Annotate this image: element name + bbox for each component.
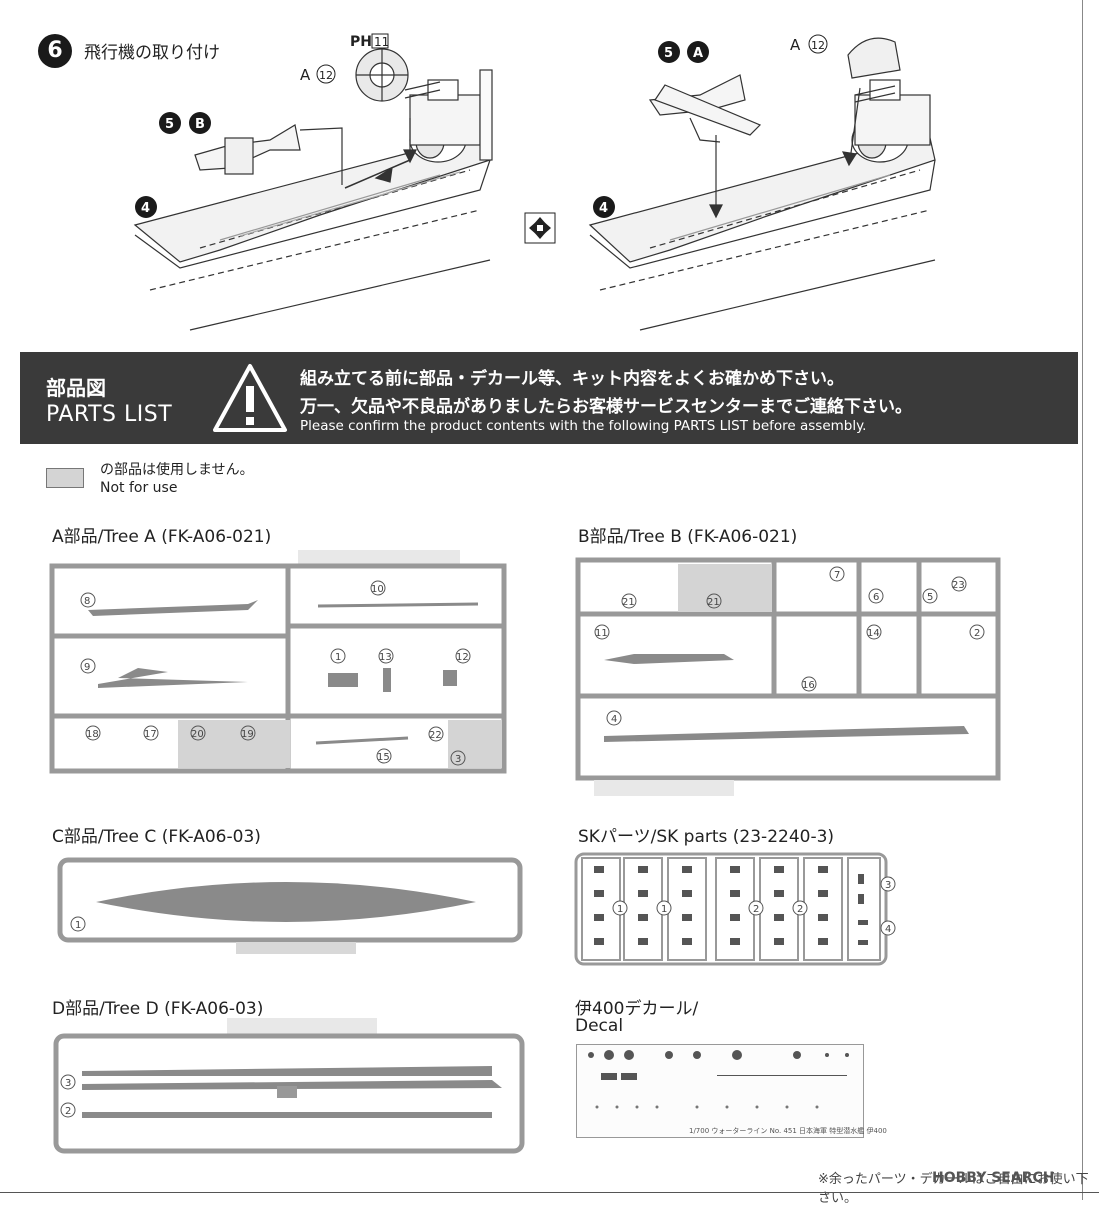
- sk-part-4: 4: [885, 924, 891, 935]
- tree-b-part-5: 5: [927, 592, 933, 603]
- tree-a-sprue: 8 9 10 1 13 12 18 17 20 19 15 22 3: [49, 550, 507, 774]
- banner-notice-line1: 組み立てる前に部品・デカール等、キット内容をよくお確かめ下さい。: [300, 369, 844, 389]
- warning-icon: [213, 364, 287, 432]
- label-5b-letter: B: [195, 117, 205, 132]
- tree-a-part-18: 18: [86, 729, 99, 740]
- tree-a-part-1: 1: [335, 652, 341, 663]
- tree-a-label: A部品/Tree A (FK-A06-021): [52, 527, 272, 547]
- tree-a-part-8: 8: [84, 596, 90, 607]
- tree-b-part-11: 11: [595, 628, 608, 639]
- leftover-parts-note: ※余ったパーツ・デカールはご自由にお使い下さい。: [818, 1172, 1089, 1206]
- decal-label-line1: 伊400デカール/: [575, 999, 699, 1019]
- tree-b-part-2: 2: [974, 628, 980, 639]
- tree-a-part-13: 13: [379, 652, 392, 663]
- tree-a-part-10: 10: [371, 584, 384, 595]
- banner-notice-line2: 万一、欠品や不良品がありましたらお客様サービスセンターまでご連絡下さい。: [300, 397, 912, 417]
- sk-part-3: 3: [885, 880, 891, 891]
- tree-c-label: C部品/Tree C (FK-A06-03): [52, 827, 261, 847]
- sk-part-1a: 1: [617, 904, 623, 915]
- decal-sheet: 1/700 ウォーターライン No. 451 日本海軍 特型潜水艦 伊400: [576, 1044, 887, 1138]
- sk-part-1b: 1: [661, 904, 667, 915]
- decal-artwork: 1/700 ウォーターライン No. 451 日本海軍 特型潜水艦 伊400: [588, 1050, 887, 1135]
- alternate-assembly-icon: [524, 212, 556, 244]
- label-a-left: A: [300, 66, 311, 84]
- legend-text-jp: の部品は使用しません。: [100, 462, 254, 478]
- page-edge-line: [1082, 0, 1083, 1200]
- decal-caption: 1/700 ウォーターライン No. 451 日本海軍 特型潜水艦 伊400: [689, 1126, 887, 1135]
- tree-d-sprue: 3 2: [53, 1018, 525, 1154]
- tree-b-part-14: 14: [867, 628, 880, 639]
- tree-b-part-6: 6: [873, 592, 879, 603]
- label-4-left: 4: [141, 201, 150, 216]
- label-ph: PH: [350, 34, 372, 50]
- step-number-badge: 6: [38, 34, 72, 68]
- not-for-use-swatch: [46, 468, 84, 488]
- tree-a-part-17: 17: [144, 729, 157, 740]
- label-a-right-num: 12: [811, 39, 825, 52]
- left-deck-illustration: [133, 48, 493, 331]
- tree-b-label: B部品/Tree B (FK-A06-021): [578, 527, 798, 547]
- legend-text-en: Not for use: [100, 480, 178, 496]
- label-4-right: 4: [599, 201, 608, 216]
- step-title: 飛行機の取り付け: [84, 43, 220, 63]
- page-bottom-rule: [0, 1192, 1099, 1193]
- tree-a-part-19: 19: [241, 729, 254, 740]
- tree-a-part-20: 20: [191, 729, 204, 740]
- sk-part-2b: 2: [797, 904, 803, 915]
- tree-b-part-16: 16: [802, 680, 815, 691]
- tree-d-label: D部品/Tree D (FK-A06-03): [52, 999, 264, 1019]
- tree-a-part-15: 15: [377, 752, 390, 763]
- tree-d-part-3: 3: [65, 1078, 71, 1089]
- tree-c-part-1: 1: [75, 920, 81, 931]
- tree-a-part-22: 22: [429, 730, 442, 741]
- label-a-right: A: [790, 36, 801, 54]
- label-ph-num: 11: [374, 35, 389, 49]
- tree-b-part-23: 23: [952, 580, 965, 591]
- parts-list-title-en: PARTS LIST: [46, 402, 173, 427]
- parts-list-banner: 部品図 PARTS LIST 組み立てる前に部品・デカール等、キット内容をよくお…: [20, 352, 1078, 444]
- label-5-left: 5: [165, 117, 174, 132]
- decal-label-line2: Decal: [575, 1016, 624, 1036]
- sk-parts-label: SKパーツ/SK parts (23-2240-3): [578, 827, 835, 847]
- label-a-left-num: 12: [319, 69, 333, 82]
- tree-c-sprue: 1: [57, 857, 523, 954]
- assembly-diagram: PH 11 A 12 5 B 4: [133, 33, 936, 331]
- sk-part-2a: 2: [753, 904, 759, 915]
- parts-list-title-jp: 部品図: [46, 376, 106, 400]
- tree-b-part-7: 7: [834, 570, 840, 581]
- tree-a-part-3: 3: [455, 754, 461, 765]
- label-5-right: 5: [664, 46, 673, 61]
- watermark-logo: HOBBY SEARCH: [932, 1170, 1055, 1186]
- tree-d-part-2: 2: [65, 1106, 71, 1117]
- right-deck-illustration: [588, 37, 936, 331]
- tree-b-part-21b: 21: [707, 597, 720, 608]
- tree-b-sprue: 21 21 7 6 5 23 11 14 2 16 4: [575, 557, 1001, 796]
- banner-notice-english: Please confirm the product contents with…: [300, 418, 867, 434]
- label-5a-letter: A: [693, 46, 703, 61]
- tree-b-part-21a: 21: [622, 597, 635, 608]
- sk-parts-sprue: 1 1 2 2 3 4: [574, 852, 896, 966]
- tree-a-part-12: 12: [456, 652, 469, 663]
- tree-a-part-9: 9: [84, 662, 90, 673]
- tree-b-part-4: 4: [611, 714, 617, 725]
